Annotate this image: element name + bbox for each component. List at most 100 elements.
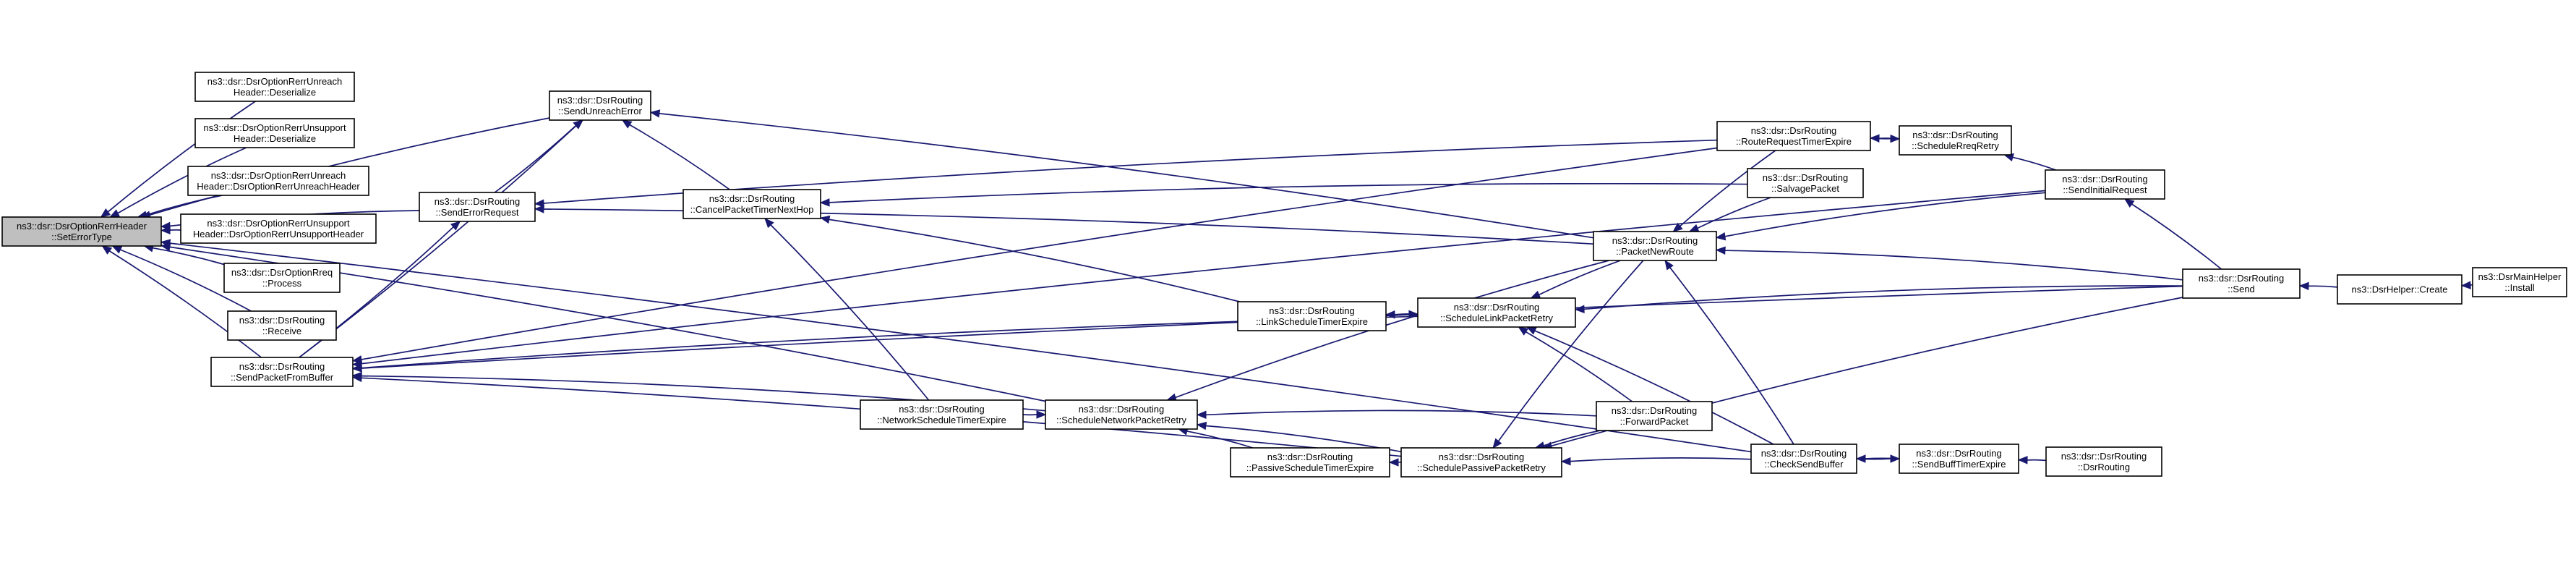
edge-n14-to-n12 <box>1177 427 1254 449</box>
edge-n16-to-n14 <box>1388 458 1402 467</box>
node-ns3-dsrhelper-create[interactable]: ns3::DsrHelper::Create <box>2337 274 2462 305</box>
node-ns3-dsrmainhelper-install[interactable]: ns3::DsrMainHelper::Install <box>2472 267 2567 297</box>
node-label: ::SendBuffTimerExpire <box>1912 459 2006 470</box>
node-ns3-dsr-dsrrouting-packetnewroute[interactable]: ns3::dsr::DsrRouting::PacketNewRoute <box>1593 231 1717 261</box>
node-box <box>549 90 651 121</box>
edge-n18-to-n15 <box>1518 326 1633 402</box>
node-box <box>1593 231 1717 261</box>
node-box <box>682 189 821 219</box>
node-ns3-dsr-dsrrouting-routerequesttimerexpire[interactable]: ns3::dsr::DsrRouting::RouteRequestTimerE… <box>1716 121 1871 151</box>
node-box <box>1400 447 1562 478</box>
node-label: ns3::DsrMainHelper <box>2478 271 2562 282</box>
node-label: ::ScheduleRreqRetry <box>1912 140 1999 151</box>
node-ns3-dsr-dsroptionrerrunreachheader-dsroptionrerrunreachheader[interactable]: ns3::dsr::DsrOptionRerrUnreachHeader::Ds… <box>187 166 369 196</box>
node-label: ns3::dsr::DsrRouting <box>557 95 643 106</box>
node-label: ns3::dsr::DsrRouting <box>2062 174 2148 185</box>
node-label: ns3::dsr::DsrRouting <box>709 193 795 204</box>
node-box <box>1596 401 1713 431</box>
edge-layer <box>100 101 2473 467</box>
node-ns3-dsr-dsrrouting-salvagepacket[interactable]: ns3::dsr::DsrRouting::SalvagePacket <box>1747 168 1864 198</box>
edge-n19-to-n17 <box>1672 150 1776 232</box>
node-label: ns3::dsr::DsrRouting <box>1269 305 1355 316</box>
edge-n24-to-n17 <box>1715 192 2046 241</box>
node-ns3-dsr-dsroptionrreq-process[interactable]: ns3::dsr::DsrOptionRreq::Process <box>223 263 341 293</box>
node-label: ::Send <box>2228 284 2255 294</box>
node-label: ::SendPacketFromBuffer <box>231 372 334 383</box>
edge-n21-to-n17 <box>1664 259 1794 445</box>
node-ns3-dsr-dsrrouting-send[interactable]: ns3::dsr::DsrRouting::Send <box>2182 268 2301 299</box>
node-box <box>419 192 536 222</box>
node-ns3-dsr-dsrrouting-forwardpacket[interactable]: ns3::dsr::DsrRouting::ForwardPacket <box>1596 401 1713 431</box>
node-box <box>1237 301 1387 331</box>
node-label: Header::DsrOptionRerrUnsupportHeader <box>193 229 364 239</box>
node-ns3-dsr-dsrrouting-passivescheduletimerexpire[interactable]: ns3::dsr::DsrRouting::PassiveScheduleTim… <box>1230 447 1390 478</box>
node-box <box>1750 444 1857 474</box>
edge-n16-to-n12 <box>1196 421 1402 453</box>
edge-n25-to-n23 <box>2017 456 2047 465</box>
node-label: Header::Deserialize <box>234 87 316 98</box>
edge-n26-to-n17 <box>1715 246 2183 281</box>
node-label: ns3::dsr::DsrOptionRerrUnreach <box>211 170 346 181</box>
node-box <box>194 72 355 102</box>
node-label: ns3::dsr::DsrRouting <box>2061 451 2147 462</box>
node-label: ns3::dsr::DsrRouting <box>1916 448 2002 459</box>
node-box <box>860 399 1024 430</box>
node-ns3-dsr-dsroptionrerrunsupportheader-dsroptionrerrunsupportheader[interactable]: ns3::dsr::DsrOptionRerrUnsupportHeader::… <box>180 213 377 244</box>
node-ns3-dsr-dsrrouting-networkscheduletimerexpire[interactable]: ns3::dsr::DsrRouting::NetworkScheduleTim… <box>860 399 1024 430</box>
node-label: Header::DsrOptionRerrUnreachHeader <box>197 181 360 192</box>
node-label: ::CheckSendBuffer <box>1765 459 1844 470</box>
node-label: ns3::dsr::DsrRouting <box>1454 302 1540 313</box>
node-label: ::Install <box>2504 282 2534 293</box>
node-ns3-dsr-dsrrouting-receive[interactable]: ns3::dsr::DsrRouting::Receive <box>227 310 337 341</box>
node-box <box>1747 168 1864 198</box>
node-ns3-dsr-dsroptionrerrunsupportheader-deserialize[interactable]: ns3::dsr::DsrOptionRerrUnsupportHeader::… <box>194 118 355 148</box>
edge-n9-to-n8 <box>494 119 583 193</box>
node-label: ns3::dsr::DsrOptionRreq <box>231 267 333 278</box>
edge-n1-to-n0 <box>100 101 256 218</box>
edge-n10-to-n8 <box>621 119 730 190</box>
edge-n17-to-n16 <box>1492 260 1644 449</box>
node-label: ::ScheduleNetworkPacketRetry <box>1056 415 1186 425</box>
edge-n18-to-n12 <box>1196 410 1597 420</box>
node-ns3-dsr-dsrrouting-checksendbuffer[interactable]: ns3::dsr::DsrRouting::CheckSendBuffer <box>1750 444 1857 474</box>
node-label: ::PassiveScheduleTimerExpire <box>1246 462 1374 473</box>
node-ns3-dsr-dsrrouting-cancelpackettimernexthop[interactable]: ns3::dsr::DsrRouting::CancelPacketTimerN… <box>682 189 821 219</box>
edge-n17-to-n15 <box>1530 260 1621 299</box>
node-ns3-dsr-dsrrouting-sendbufftimerexpire[interactable]: ns3::dsr::DsrRouting::SendBuffTimerExpir… <box>1899 444 2019 474</box>
edge-n28-to-n27 <box>2460 281 2473 289</box>
node-label: ns3::dsr::DsrOptionRerrHeader <box>17 221 147 232</box>
node-ns3-dsr-dsroptionrerrunreachheader-deserialize[interactable]: ns3::dsr::DsrOptionRerrUnreachHeader::De… <box>194 72 355 102</box>
edge-n27-to-n26 <box>2298 281 2338 291</box>
node-box <box>1899 444 2019 474</box>
node-label: ns3::dsr::DsrRouting <box>435 196 521 207</box>
edge-n11-to-n10 <box>764 218 930 401</box>
edge-n17-to-n12 <box>1166 260 1609 402</box>
node-label: ns3::dsr::DsrRouting <box>899 404 985 415</box>
node-box <box>1045 399 1198 430</box>
edge-n13-to-n10 <box>819 215 1240 302</box>
node-ns3-dsr-dsrrouting-senderrorrequest[interactable]: ns3::dsr::DsrRouting::SendErrorRequest <box>419 192 536 222</box>
node-ns3-dsr-dsrrouting-sendpacketfrombuffer[interactable]: ns3::dsr::DsrRouting::SendPacketFromBuff… <box>210 357 354 387</box>
node-ns3-dsr-dsrrouting-linkscheduletimerexpire[interactable]: ns3::dsr::DsrRouting::LinkScheduleTimerE… <box>1237 301 1387 331</box>
node-label: ns3::dsr::DsrRouting <box>2199 273 2285 284</box>
node-label: ::CancelPacketTimerNextHop <box>690 204 814 215</box>
node-label: ::DsrRouting <box>2078 462 2130 472</box>
node-ns3-dsr-dsrrouting-schedulelinkpacketretry[interactable]: ns3::dsr::DsrRouting::ScheduleLinkPacket… <box>1417 297 1576 328</box>
node-ns3-dsr-dsrrouting-schedulerreqretry[interactable]: ns3::dsr::DsrRouting::ScheduleRreqRetry <box>1899 125 2012 156</box>
node-ns3-dsr-dsrrouting-schedulepassivepacketretry[interactable]: ns3::dsr::DsrRouting::SchedulePassivePac… <box>1400 447 1562 478</box>
node-ns3-dsr-dsrrouting-sendinitialrequest[interactable]: ns3::dsr::DsrRouting::SendInitialRequest <box>2045 169 2165 200</box>
node-label: ::Process <box>262 278 302 289</box>
node-ns3-dsr-dsrrouting-schedulenetworkpacketretry[interactable]: ns3::dsr::DsrRouting::ScheduleNetworkPac… <box>1045 399 1198 430</box>
node-label: ::ScheduleLinkPacketRetry <box>1440 313 1554 323</box>
node-ns3-dsr-dsrrouting-dsrrouting[interactable]: ns3::dsr::DsrRouting::DsrRouting <box>2045 446 2162 477</box>
node-ns3-dsr-dsrrouting-sendunreacherror[interactable]: ns3::dsr::DsrRouting::SendUnreachError <box>549 90 651 121</box>
edge-n24-to-n7 <box>351 190 2046 368</box>
node-ns3-dsr-dsroptionrerrheader-seterrortype[interactable]: ns3::dsr::DsrOptionRerrHeader::SetErrorT… <box>1 216 162 247</box>
node-label: ::SetErrorType <box>51 232 112 242</box>
node-box <box>1899 125 2012 156</box>
node-label: ns3::DsrHelper::Create <box>2352 284 2448 295</box>
node-label: ns3::dsr::DsrRouting <box>1761 448 1847 459</box>
node-label: ::ForwardPacket <box>1620 416 1689 427</box>
edge-n21-to-n0 <box>160 239 1752 453</box>
edge-n20-to-n17 <box>1688 197 1771 232</box>
